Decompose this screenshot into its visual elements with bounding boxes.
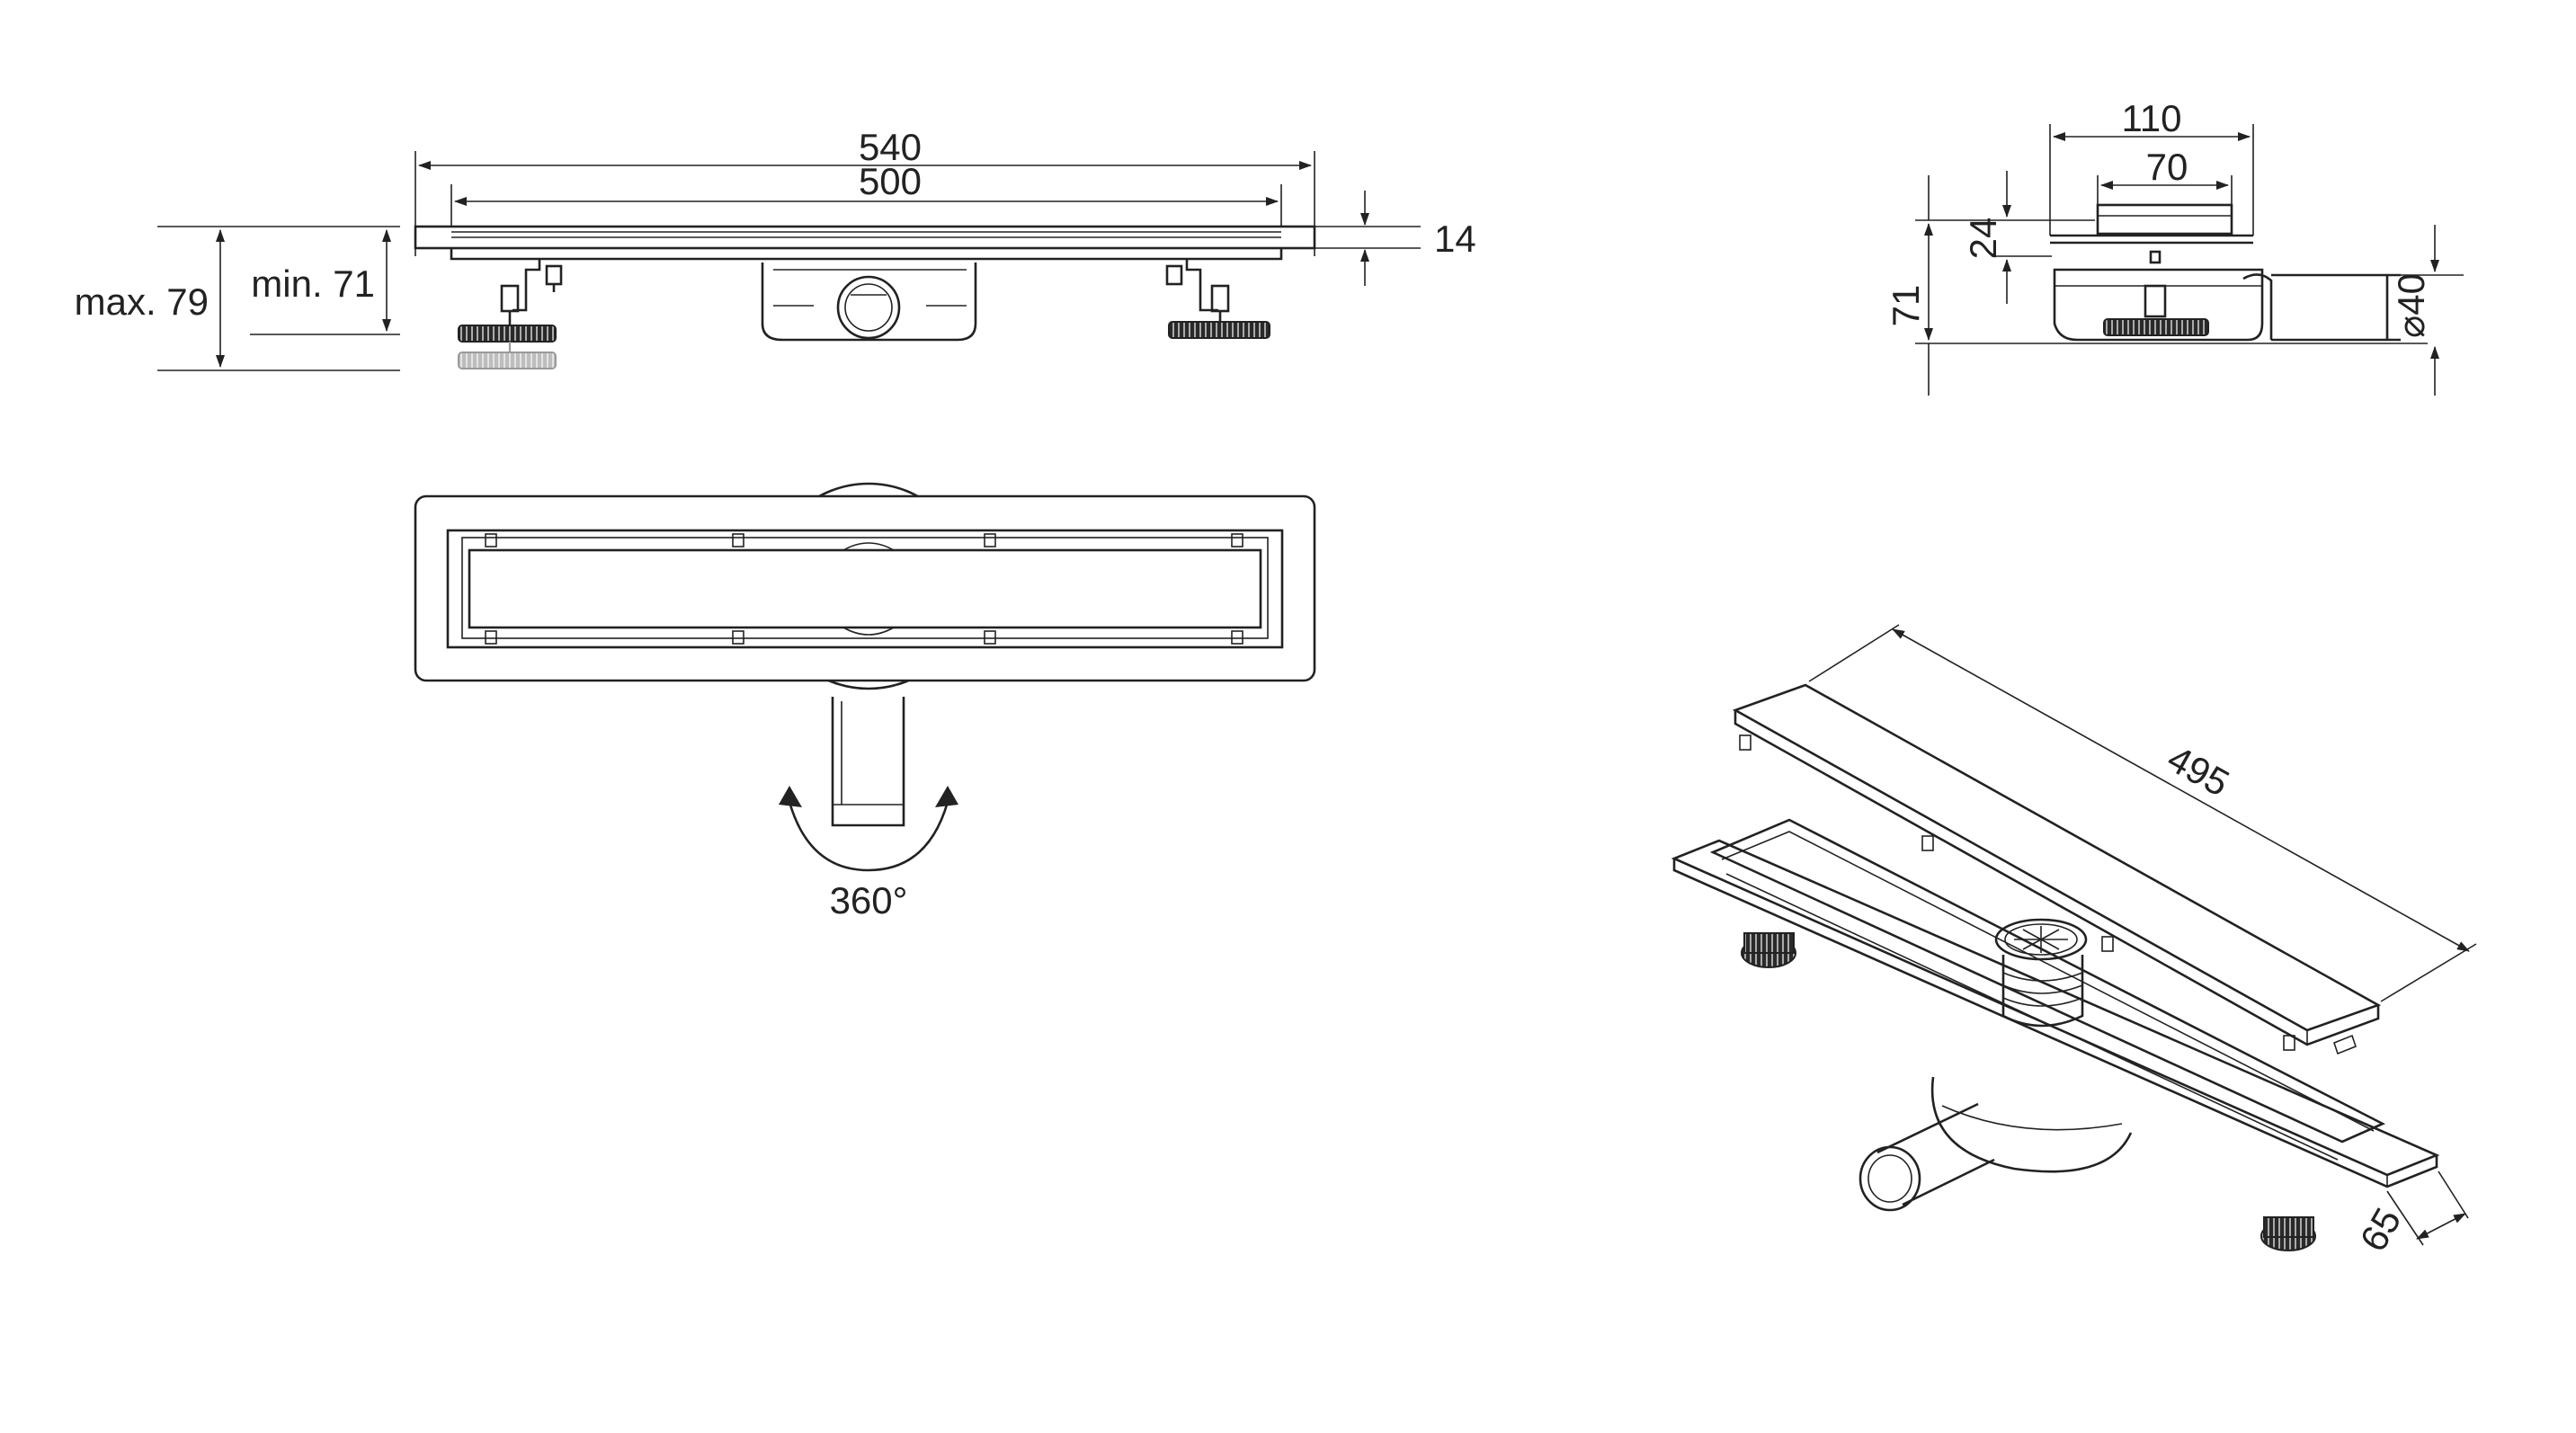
rotation-label: 360°	[830, 879, 908, 921]
dimension-label-diameter-40: ⌀40	[2390, 273, 2432, 338]
outlet-pipe-end	[1858, 1145, 1921, 1212]
channel-wall	[1721, 831, 2375, 1132]
channel-body	[450, 248, 1283, 261]
dimension-label-24: 24	[1962, 218, 2004, 260]
side-view: 540 500 14	[75, 126, 1476, 371]
grate-profile	[2096, 203, 2233, 236]
grate-inner	[468, 548, 1262, 629]
adjustable-foot-right	[2260, 1216, 2316, 1251]
dimension-label-min-71: min. 71	[251, 263, 375, 305]
dimension-line-65	[2416, 1213, 2466, 1240]
outlet-pipe	[831, 697, 905, 827]
outlet-pipe-inner	[1867, 1154, 1912, 1203]
channel-flange-top	[1671, 839, 2440, 1177]
extension-line	[1808, 624, 1900, 682]
outlet-collar	[2242, 273, 2273, 340]
adjustable-foot-left	[1741, 932, 1796, 968]
extension-line	[2438, 1170, 2469, 1219]
adjustable-foot-left	[458, 259, 563, 369]
foot-knob	[2103, 318, 2209, 336]
outlet-pipe-bottom	[1902, 1158, 1995, 1206]
drain-body	[1930, 1076, 2133, 1173]
foot-knob	[458, 325, 557, 343]
rotation-arrow-left	[779, 786, 802, 807]
drain-outlet	[836, 275, 901, 340]
dimension-label-65: 65	[2351, 1201, 2409, 1259]
outlet-hint	[842, 627, 895, 636]
dimension-label-max-79: max. 79	[75, 280, 209, 323]
dimension-label-495: 495	[2161, 737, 2236, 805]
channel-floor	[1725, 873, 2339, 1161]
outlet-hint	[842, 542, 895, 551]
adjustable-foot-right	[1165, 259, 1270, 339]
channel-flange-side	[1672, 859, 2438, 1188]
end-view: 110 70 24 71 ⌀40	[1885, 97, 2464, 396]
drain-outlet-inner	[844, 283, 893, 332]
drain-rim	[1941, 1105, 2123, 1131]
rotation-arc	[788, 801, 949, 872]
channel-recess	[446, 529, 1284, 649]
top-view: 360°	[414, 482, 1316, 921]
dimension-line-495	[1892, 628, 2470, 952]
rotation-arrow-right	[935, 786, 958, 807]
grate-top	[1732, 683, 2382, 1032]
foot-knob-lowered	[458, 352, 557, 369]
drain-trap	[1994, 918, 2088, 1028]
dimension-label-14: 14	[1434, 218, 1476, 260]
extension-line	[2380, 943, 2477, 1002]
grate-side	[1734, 710, 2380, 1046]
channel-frame	[414, 494, 1316, 682]
dimension-label-540: 540	[859, 126, 922, 168]
dimension-label-70: 70	[2146, 146, 2188, 188]
dimension-label-110: 110	[2122, 97, 2182, 139]
dimension-label-71: 71	[1885, 285, 1927, 327]
trap-stem	[2149, 250, 2162, 264]
dimension-label-500: 500	[859, 160, 922, 202]
drain-body-profile	[2053, 268, 2264, 342]
grate-clips	[485, 533, 1243, 645]
channel-trough	[1709, 818, 2386, 1144]
outlet-pipe-top	[1876, 1102, 1979, 1154]
channel-frame	[414, 225, 1316, 250]
isometric-view: 495 65	[1671, 624, 2477, 1259]
grate	[461, 537, 1269, 639]
drain-body	[761, 263, 977, 342]
foot-knob	[1168, 321, 1270, 339]
foot-spindle	[2144, 284, 2167, 318]
